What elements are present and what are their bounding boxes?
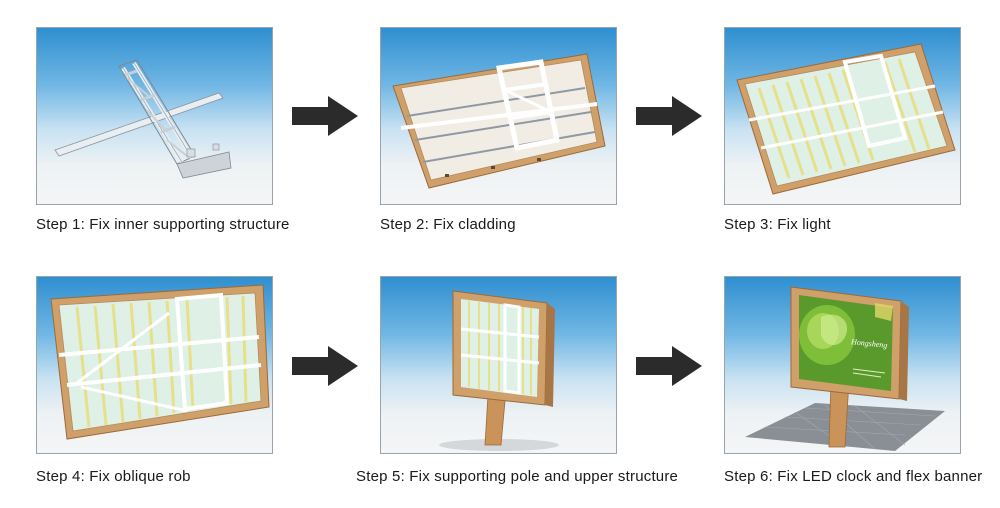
step-5-caption: Step 5: Fix supporting pole and upper st… (356, 468, 679, 485)
pole-structure-illustration (439, 290, 559, 451)
step-5-image (380, 276, 617, 454)
step-6-image: 88:88 Hongsheng (724, 276, 961, 454)
arrow-right-icon (292, 96, 358, 136)
step-3-caption: Step 3: Fix light (724, 216, 831, 233)
oblique-rod-illustration (50, 284, 270, 440)
step-3-image (724, 27, 961, 205)
step-6-caption: Step 6: Fix LED clock and flex banner (724, 468, 983, 485)
cladding-illustration (392, 53, 606, 189)
arrow-right-icon (292, 346, 358, 386)
step-2-image (380, 27, 617, 205)
step-1-caption: Step 1: Fix inner supporting structure (36, 216, 290, 233)
step-1-image (36, 27, 273, 205)
finished-billboard-illustration: 88:88 (745, 286, 945, 451)
arrow-right-icon (636, 96, 702, 136)
lights-illustration (736, 43, 956, 195)
arrow-right-icon (636, 346, 702, 386)
step-2-caption: Step 2: Fix cladding (380, 216, 516, 233)
step-4-image (36, 276, 273, 454)
step-4-caption: Step 4: Fix oblique rob (36, 468, 191, 485)
inner-structure-illustration (54, 59, 232, 179)
